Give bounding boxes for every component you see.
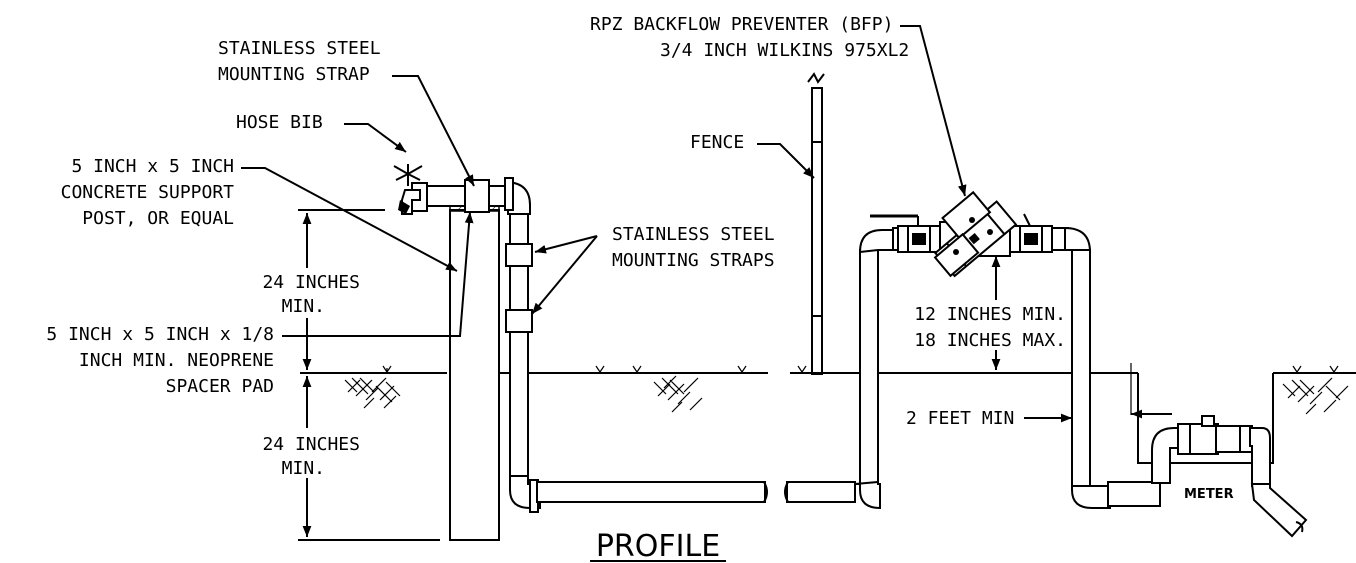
label-below-grade-1: 24 INCHES (262, 434, 360, 455)
fence (807, 72, 825, 375)
label-bfp-height-1: 12 INCHES MIN. (914, 304, 1066, 325)
label-above-grade-1: 24 INCHES (262, 272, 360, 293)
label-strap-2: MOUNTING STRAP (218, 64, 370, 85)
grass-tufts (382, 365, 1339, 374)
label-post-2: CONCRETE SUPPORT (61, 182, 235, 203)
labels: RPZ BACKFLOW PREVENTER (BFP) 3/4 INCH WI… (46, 14, 1233, 563)
meter (1151, 415, 1308, 538)
label-post-3: POST, OR EQUAL (82, 208, 234, 229)
label-clearance: 2 FEET MIN (906, 408, 1014, 429)
leader-lines (241, 25, 1172, 423)
label-fence: FENCE (690, 132, 744, 153)
diagram-title: PROFILE (596, 529, 720, 563)
supply-pipe (536, 481, 856, 503)
ball-valve-right (1009, 213, 1053, 253)
dim-below-grade (298, 376, 440, 541)
bfp-piping (854, 226, 1161, 510)
label-straps-1: STAINLESS STEEL (612, 224, 775, 245)
ball-valve-left (870, 214, 941, 253)
label-strap-1: STAINLESS STEEL (218, 38, 381, 59)
label-bfp-height-2: 18 INCHES MAX. (914, 330, 1066, 351)
label-pad-3: SPACER PAD (166, 376, 274, 397)
label-below-grade-2: MIN. (282, 458, 325, 479)
concrete-support-post (449, 209, 500, 541)
label-meter: METER (1184, 487, 1234, 502)
riser-piping (424, 177, 541, 513)
hose-bib (393, 164, 428, 215)
label-pad-2: INCH MIN. NEOPRENE (79, 350, 274, 371)
label-hose-bib: HOSE BIB (236, 112, 323, 133)
label-bfp-1: RPZ BACKFLOW PREVENTER (BFP) (590, 14, 893, 35)
label-pad-1: 5 INCH x 5 INCH x 1/8 (46, 324, 274, 345)
label-post-1: 5 INCH x 5 INCH (71, 156, 234, 177)
label-bfp-2: 3/4 INCH WILKINS 975XL2 (660, 40, 909, 61)
label-above-grade-2: MIN. (282, 296, 325, 317)
soil-hatch (344, 375, 1349, 415)
label-straps-2: MOUNTING STRAPS (612, 250, 775, 271)
rpz-backflow-preventer (933, 190, 1018, 278)
dim-above-grade (298, 209, 385, 370)
